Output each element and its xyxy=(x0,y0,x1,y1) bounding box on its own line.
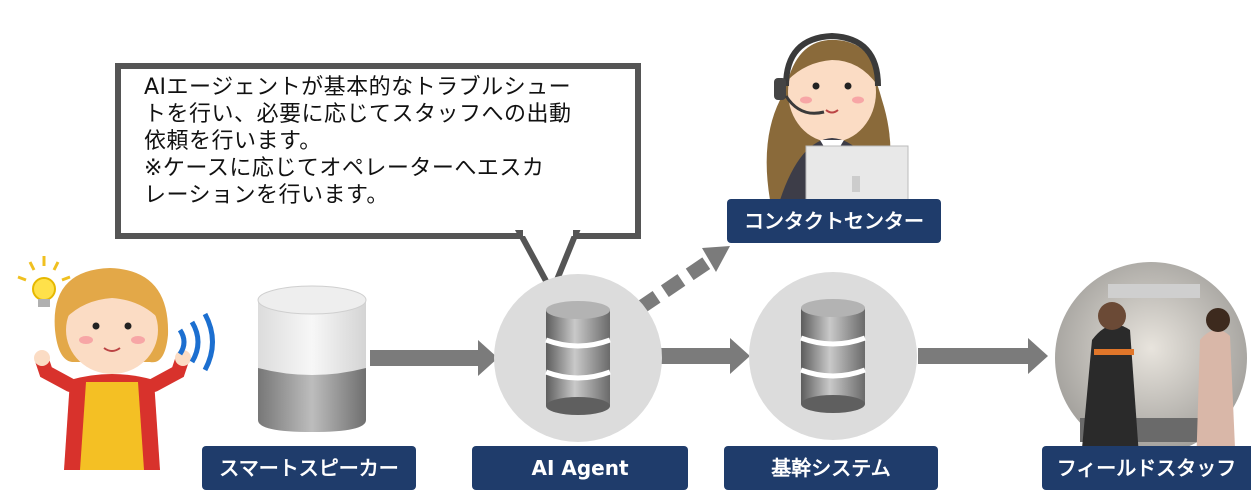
label-contact-center: コンタクトセンター xyxy=(727,199,941,243)
field-staff-photo xyxy=(1055,262,1247,470)
flow-arrows xyxy=(370,246,1048,376)
callout-text: AIエージェントが基本的なトラブルシュー トを行い、必要に応じてスタッフへの出動… xyxy=(144,75,572,208)
label-core-system: 基幹システム xyxy=(724,446,938,490)
label-smart-speaker: スマートスピーカー xyxy=(202,446,416,490)
smart-speaker-illustration xyxy=(257,285,367,432)
user-woman-illustration xyxy=(34,268,191,470)
speech-callout xyxy=(115,63,641,300)
core-system-node xyxy=(749,272,917,440)
arrow-core-to-field xyxy=(918,338,1048,374)
lightbulb-icon xyxy=(17,256,71,307)
database-icon xyxy=(800,299,866,413)
voice-waves-icon xyxy=(177,312,215,372)
database-icon xyxy=(545,301,611,415)
arrow-agent-to-contact-dashed xyxy=(636,246,730,314)
arrow-agent-to-core xyxy=(660,338,750,374)
label-field-staff: フィールドスタッフ xyxy=(1042,446,1251,490)
label-ai-agent: AI Agent xyxy=(472,446,688,490)
operator-illustration xyxy=(760,32,940,207)
arrow-speaker-to-agent xyxy=(370,340,498,376)
ai-agent-node xyxy=(494,274,662,442)
